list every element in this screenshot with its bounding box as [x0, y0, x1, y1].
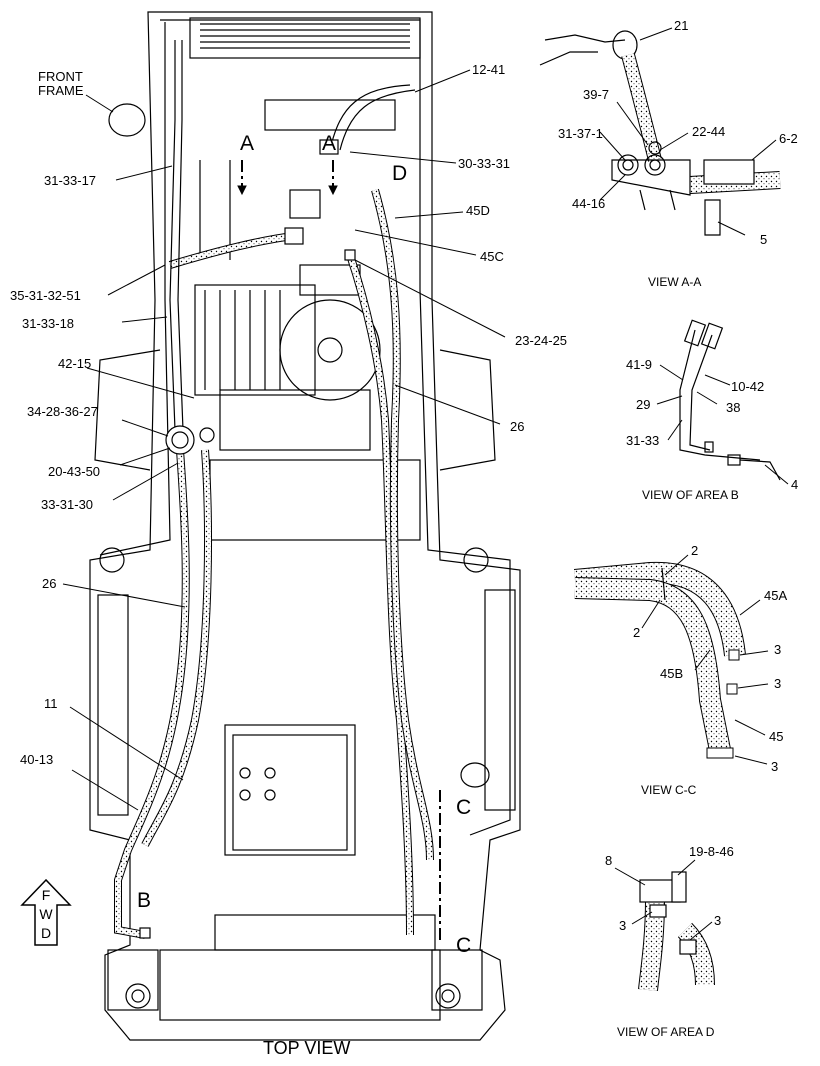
callout-26-upper: 26 [510, 419, 525, 434]
callout-35-31-32-51: 35-31-32-51 [10, 288, 81, 303]
view-d-caption: VIEW OF AREA D [617, 1025, 715, 1039]
callout-3-b: 3 [774, 676, 782, 691]
front-frame-label-line1: FRONT [38, 69, 83, 84]
callout-2-top: 2 [691, 543, 699, 558]
callout-41-9: 41-9 [626, 357, 653, 372]
fittings [139, 139, 356, 939]
callout-21: 21 [674, 18, 689, 33]
callout-19-8-46: 19-8-46 [689, 844, 734, 859]
front-frame-label-line2: FRAME [38, 83, 84, 98]
callout-40-13: 40-13 [20, 752, 54, 767]
callout-31-37-1: 31-37-1 [558, 126, 603, 141]
callout-12-41: 12-41 [472, 62, 506, 77]
callout-10-42: 10-42 [731, 379, 765, 394]
view-d-art [638, 871, 715, 992]
section-mark-c-bottom: C [456, 934, 472, 957]
callout-34-28-36-27: 34-28-36-27 [27, 404, 98, 419]
fwd-letter-d: D [40, 925, 52, 941]
callout-6-2: 6-2 [779, 131, 798, 146]
callout-4: 4 [791, 477, 799, 492]
view-cc-caption: VIEW C-C [641, 783, 697, 797]
view-cc-leaders [641, 554, 769, 765]
view-b-leaders [656, 364, 789, 485]
section-mark-a-left: A [240, 132, 255, 155]
view-aa-leaders [599, 27, 777, 236]
section-mark-c-top: C [456, 796, 472, 819]
callout-45: 45 [769, 729, 784, 744]
callout-31-33: 31-33 [626, 433, 660, 448]
callout-23-24-25: 23-24-25 [515, 333, 568, 348]
callout-3-right: 3 [714, 913, 722, 928]
top-view-title: TOP VIEW [263, 1038, 351, 1058]
callout-39-7: 39-7 [583, 87, 610, 102]
callout-33-31-30: 33-31-30 [41, 497, 94, 512]
section-mark-d: D [392, 162, 408, 185]
callout-3-a: 3 [774, 642, 782, 657]
callout-45d: 45D [466, 203, 490, 218]
fwd-letter-f: F [41, 887, 51, 903]
fwd-arrow [20, 878, 72, 946]
section-lines [241, 160, 441, 940]
callout-22-44: 22-44 [692, 124, 726, 139]
callout-44-16: 44-16 [572, 196, 606, 211]
callout-42-15: 42-15 [58, 356, 92, 371]
callout-45b: 45B [660, 666, 684, 681]
section-mark-b: B [137, 889, 152, 912]
view-cc-art [573, 561, 746, 759]
callout-3-c: 3 [771, 759, 779, 774]
callout-31-33-17: 31-33-17 [44, 173, 97, 188]
view-b-caption: VIEW OF AREA B [642, 488, 739, 502]
section-mark-a-right: A [322, 132, 337, 155]
fwd-letter-w: W [39, 906, 53, 922]
callout-20-43-50: 20-43-50 [48, 464, 101, 479]
callout-2-left: 2 [633, 625, 641, 640]
view-d-leaders [614, 859, 713, 941]
view-aa-caption: VIEW A-A [648, 275, 702, 289]
view-b-art [679, 319, 781, 481]
callout-30-33-31: 30-33-31 [458, 156, 511, 171]
section-arrows [237, 185, 338, 196]
callout-5: 5 [760, 232, 768, 247]
view-aa-art [539, 30, 781, 236]
callout-31-33-18: 31-33-18 [22, 316, 75, 331]
callout-45c: 45C [480, 249, 504, 264]
callout-45a: 45A [764, 588, 788, 603]
machine-frame [89, 11, 521, 1041]
callout-11: 11 [44, 696, 58, 711]
callout-3-left: 3 [619, 918, 627, 933]
callout-26-lower: 26 [42, 576, 57, 591]
main-leaders [62, 69, 506, 811]
callout-8: 8 [605, 853, 613, 868]
callout-29: 29 [636, 397, 651, 412]
callout-38: 38 [726, 400, 741, 415]
